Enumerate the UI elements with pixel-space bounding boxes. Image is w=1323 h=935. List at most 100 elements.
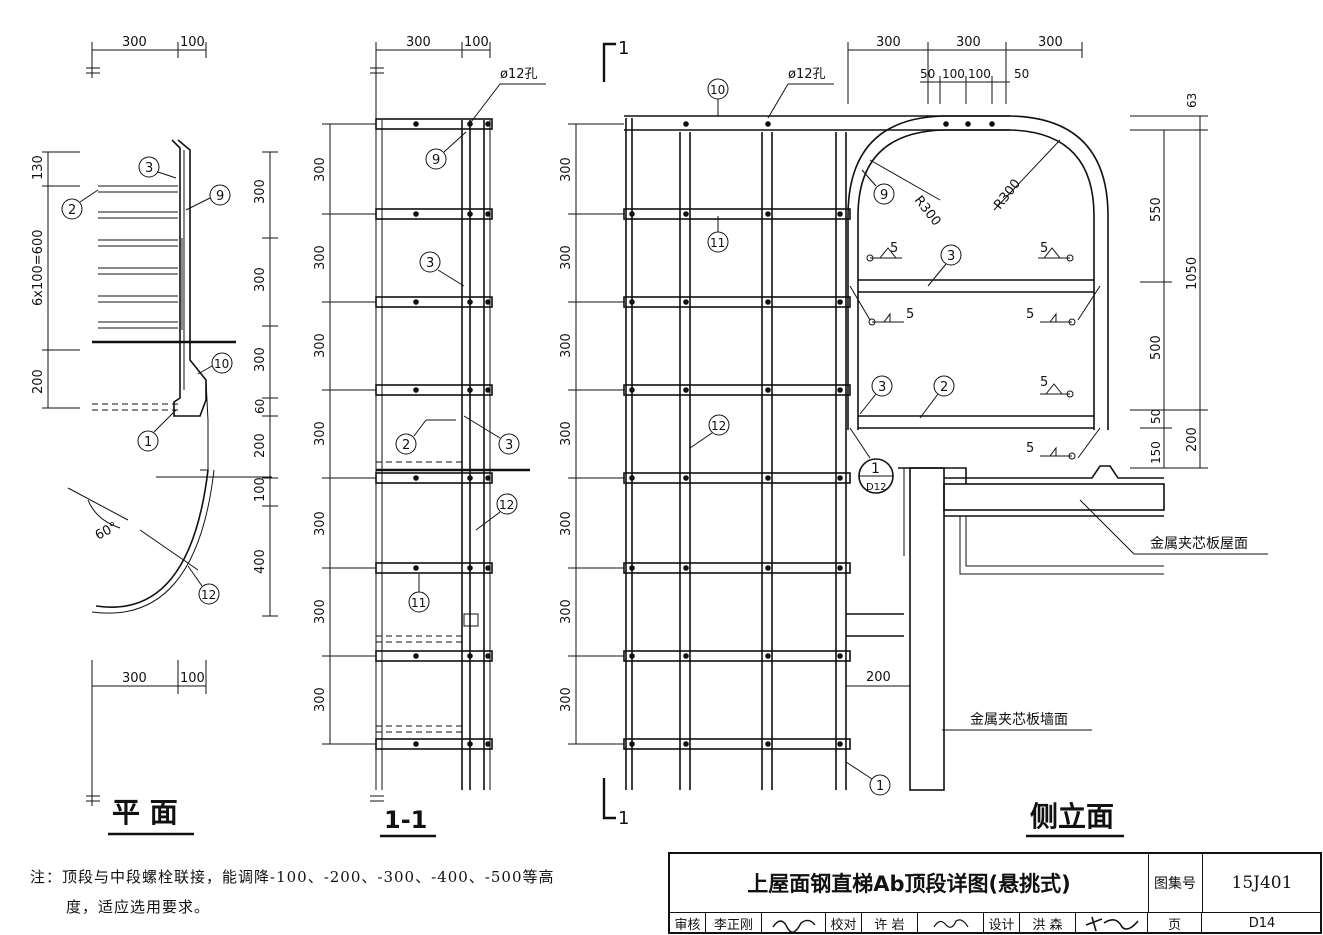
- side-rung: [623, 562, 851, 574]
- plan-dim-130: 130: [31, 155, 46, 180]
- bolt-dot: [629, 475, 635, 481]
- section-rung: [375, 650, 493, 662]
- side-callout-11: 11: [710, 236, 725, 250]
- page-number: D14: [1248, 915, 1276, 931]
- bolt-dot: [413, 387, 419, 393]
- bolt-dot: [629, 299, 635, 305]
- atlas-number: 15J401: [1202, 854, 1322, 913]
- side-title: 侧立面: [1030, 800, 1114, 833]
- sec-dim-300-6: 300: [313, 599, 328, 624]
- bolt-dot: [467, 387, 473, 393]
- plan-callout-1: 1: [144, 435, 152, 450]
- bolt-dot: [485, 387, 491, 393]
- drawing-title: 上屋面钢直梯Ab顶段详图(悬挑式): [670, 854, 1149, 913]
- signature-mark: [932, 919, 969, 928]
- side-callout-2: 2: [940, 380, 948, 395]
- weld-5-d: 5: [1026, 307, 1034, 322]
- sec-dim-300-top: 300: [406, 35, 431, 50]
- section-rung: [375, 472, 493, 484]
- side-callout-1: 1: [876, 779, 884, 794]
- bolt-dot: [837, 211, 843, 217]
- side-dim-50: 50: [1149, 409, 1163, 424]
- bolt-dot: [837, 653, 843, 659]
- bolt-dot: [683, 211, 689, 217]
- bolt-dot: [837, 299, 843, 305]
- bolt-dot: [485, 565, 491, 571]
- side-dim-300-3: 300: [559, 333, 574, 358]
- side-dim-300-b: 300: [956, 35, 981, 50]
- plan-dim-400-r: 400: [253, 549, 268, 574]
- plan-view: 300 100 130 6x100=600 200: [31, 35, 278, 836]
- bolt-dot: [485, 741, 491, 747]
- bolt-dot: [683, 121, 689, 127]
- bolt-dot: [413, 121, 419, 127]
- bolt-dot: [989, 121, 995, 127]
- check-label: 校对: [826, 912, 862, 934]
- side-dim-300-a: 300: [876, 35, 901, 50]
- design-label: 设计: [984, 912, 1020, 934]
- designer-name: 洪 森: [1020, 912, 1076, 934]
- side-elevation: 1 1 300 300 300 50 100 100 50: [559, 35, 1268, 838]
- bolt-dot: [629, 653, 635, 659]
- side-rung: [623, 472, 851, 484]
- bolt-dot: [765, 475, 771, 481]
- bolt-dot: [485, 653, 491, 659]
- side-dim-150: 150: [1149, 441, 1163, 464]
- side-callout-10: 10: [710, 83, 725, 97]
- side-rung: [623, 650, 851, 662]
- plan-callout-2: 2: [68, 203, 76, 218]
- signature-row: 审核 李正刚 校对 许 岩 设计 洪 森 页 D14: [670, 912, 1322, 934]
- plan-callout-9: 9: [216, 189, 224, 204]
- side-dim-300-4: 300: [559, 421, 574, 446]
- side-dim-50-b: 50: [1014, 67, 1029, 81]
- bolt-dot: [837, 565, 843, 571]
- plan-dim-100-bottom: 100: [180, 671, 205, 686]
- bolt-dot: [467, 299, 473, 305]
- bolt-dot: [765, 741, 771, 747]
- bolt-dot: [413, 211, 419, 217]
- side-rung: [623, 384, 851, 396]
- plan-dim-300-top: 300: [122, 35, 147, 50]
- bolt-dot: [629, 387, 635, 393]
- section-rung: [375, 562, 493, 574]
- section-rung: [375, 118, 493, 130]
- sec-dim-300-4: 300: [313, 421, 328, 446]
- signature-mark: [1085, 916, 1139, 932]
- bolt-dot: [485, 299, 491, 305]
- side-r300-a: R300: [911, 193, 944, 229]
- reviewer-name: 李正刚: [706, 912, 762, 934]
- title-block: 上屋面钢直梯Ab顶段详图(悬挑式) 图集号 15J401 审核 李正刚 校对 许…: [668, 852, 1322, 934]
- sec-dim-300-1: 300: [313, 157, 328, 182]
- bolt-dot: [765, 387, 771, 393]
- bolt-dot: [413, 741, 419, 747]
- side-callout-3a: 3: [947, 249, 955, 264]
- side-dim-1050: 1050: [1185, 257, 1200, 290]
- plan-dim-300-bottom: 300: [122, 671, 147, 686]
- bolt-dot: [965, 121, 971, 127]
- note: 注：顶段与中段螺栓联接，能调降-100、-200、-300、-400、-500等…: [30, 862, 555, 922]
- side-dim-300-2: 300: [559, 245, 574, 270]
- plan-title: 平 面: [112, 796, 178, 829]
- sec-dim-300-5: 300: [313, 511, 328, 536]
- side-rung: [623, 208, 851, 220]
- section-rung: [375, 384, 493, 396]
- plan-callout-10: 10: [214, 357, 229, 371]
- plan-dim-60: 60: [253, 399, 267, 414]
- side-rung: [623, 296, 851, 308]
- bolt-dot: [683, 653, 689, 659]
- sec-callout-9: 9: [432, 153, 440, 168]
- side-dim-500: 500: [1149, 335, 1164, 360]
- side-hole-label: ø12孔: [788, 67, 826, 82]
- section-rung: [375, 738, 493, 750]
- bolt-dot: [467, 653, 473, 659]
- bolt-dot: [683, 299, 689, 305]
- side-dim-300-1: 300: [559, 157, 574, 182]
- checker-signature: [918, 912, 984, 934]
- detail-ref-num: 1: [871, 461, 880, 477]
- bolt-dot: [413, 565, 419, 571]
- bolt-dot: [683, 475, 689, 481]
- bolt-dot: [765, 121, 771, 127]
- side-dim-300-5: 300: [559, 511, 574, 536]
- bolt-dot: [683, 387, 689, 393]
- plan-dim-300-r2: 300: [253, 267, 268, 292]
